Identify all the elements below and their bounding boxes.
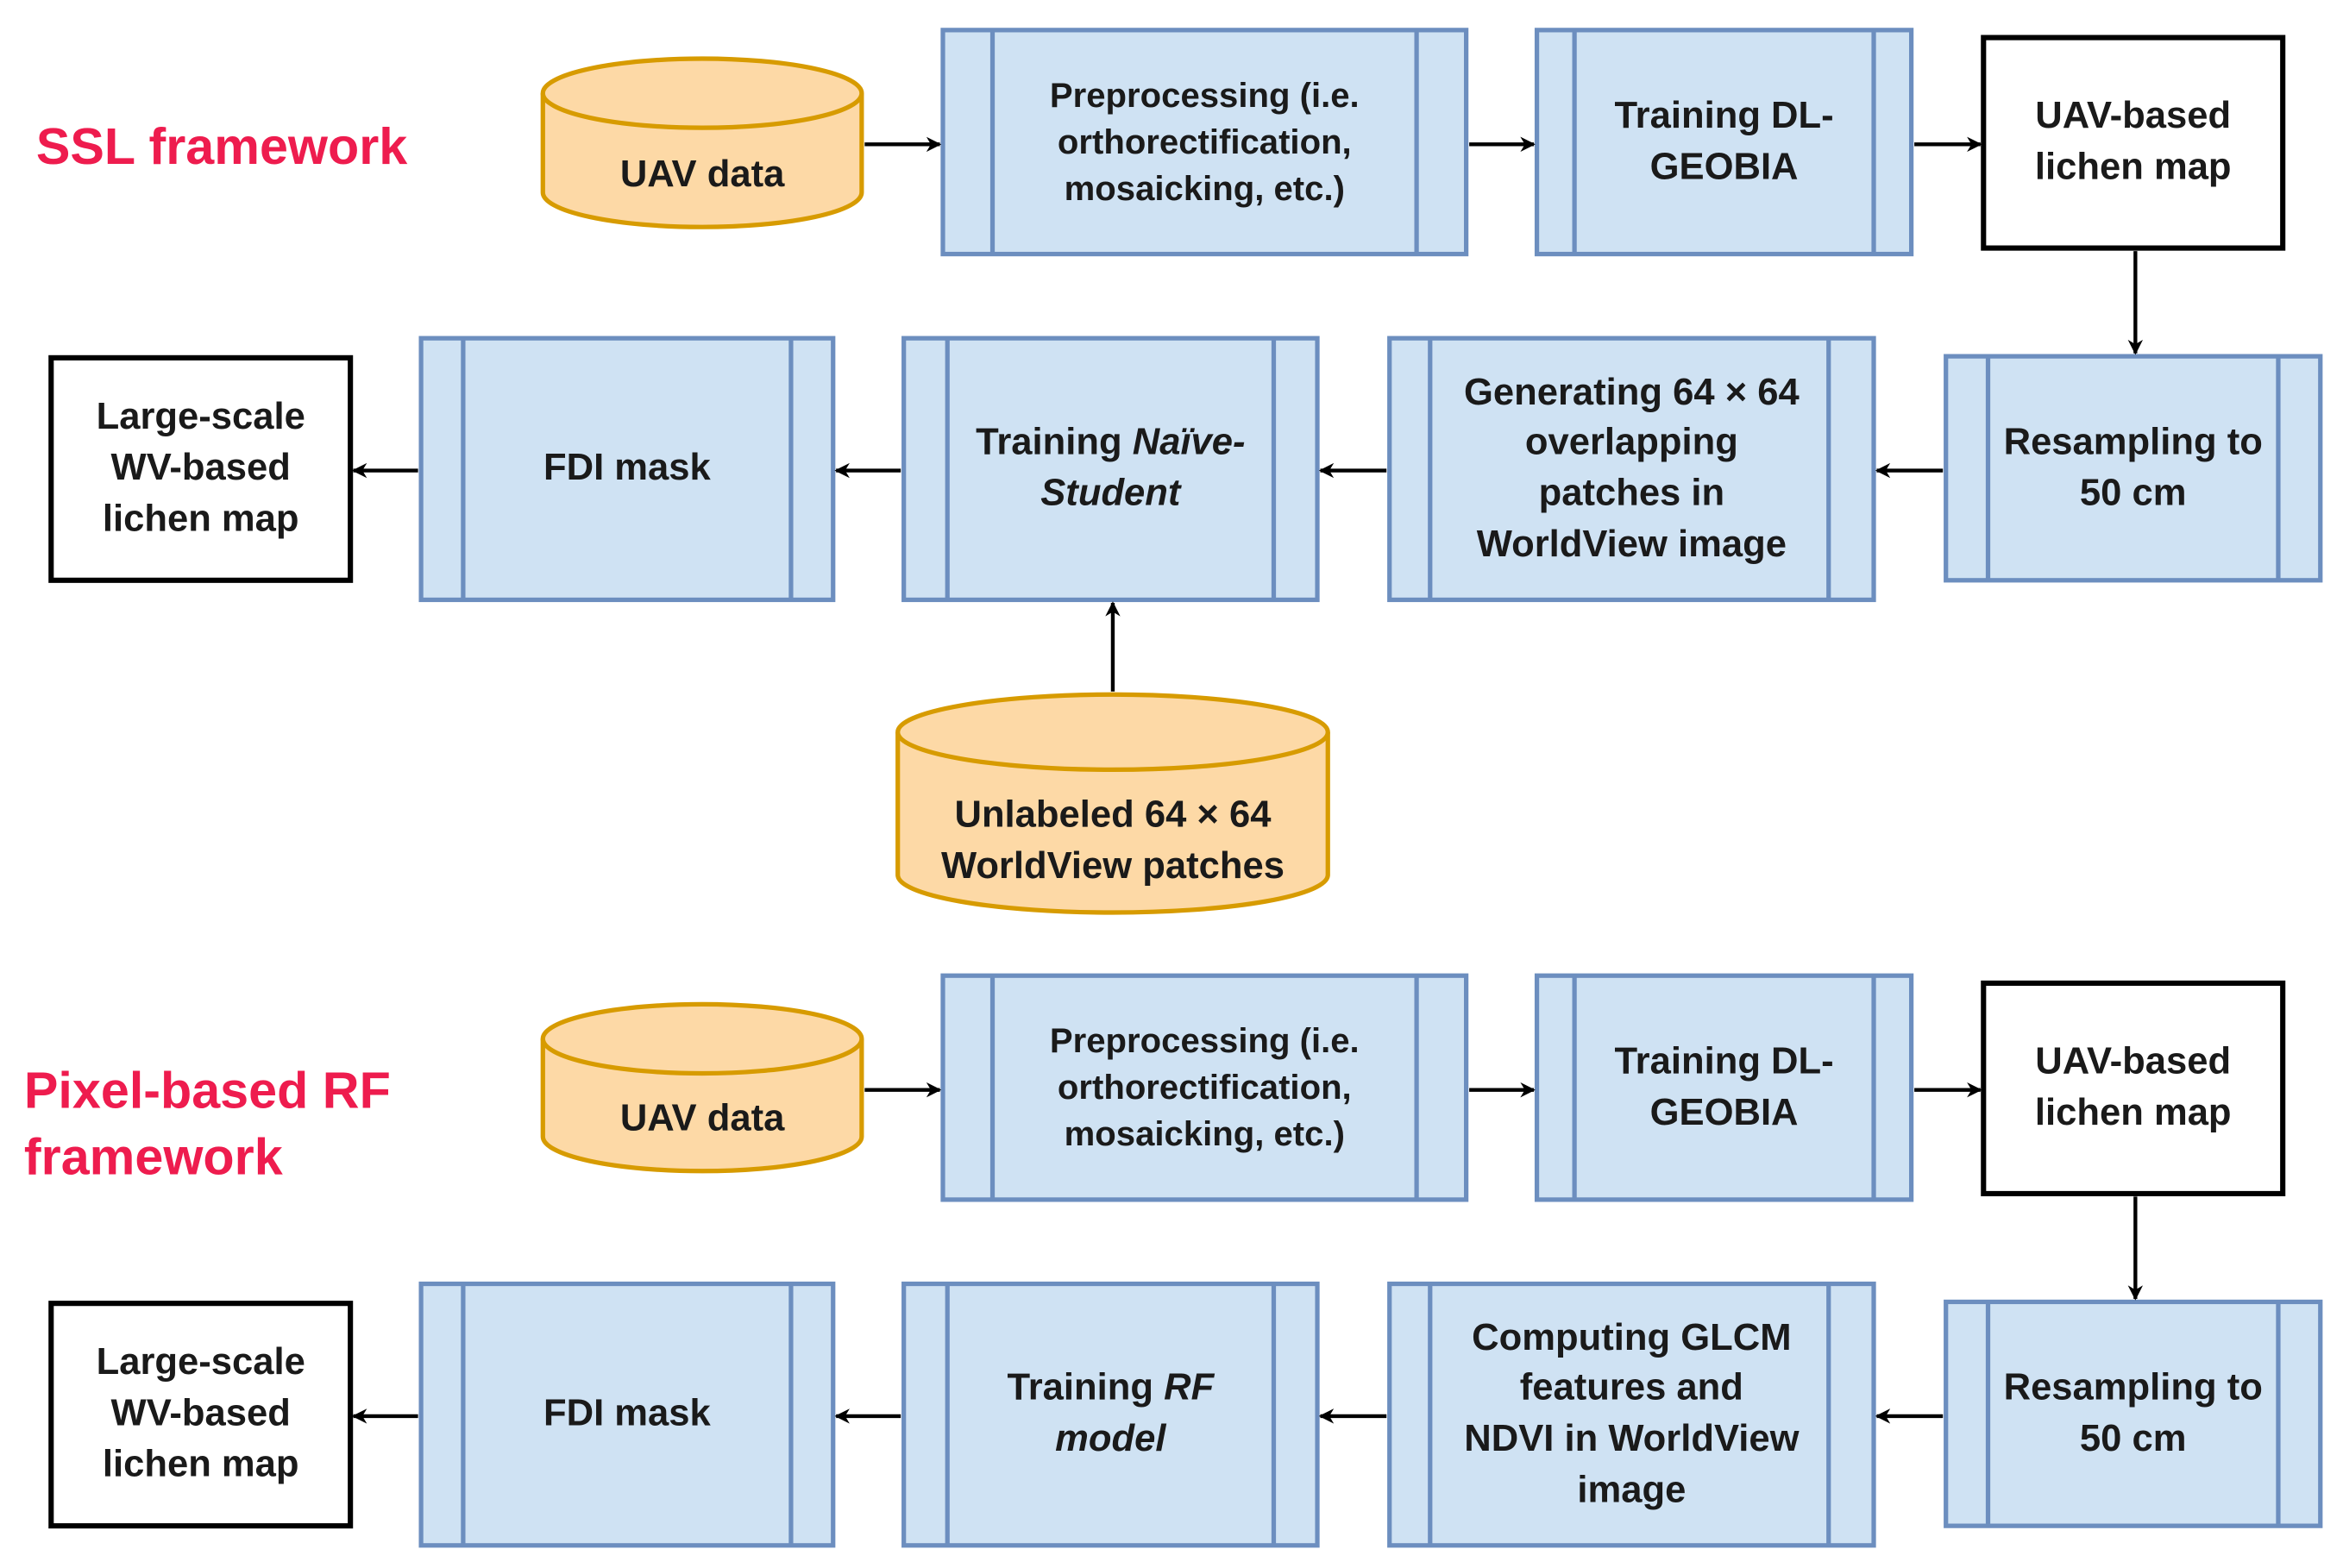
ssl-fdi-mask-label: FDI mask bbox=[421, 338, 833, 599]
rf-uav-data-text: UAV data bbox=[619, 1097, 785, 1140]
ssl-unlabeled-cylinder bbox=[895, 692, 1330, 915]
ssl-uav-data-cylinder bbox=[540, 56, 864, 229]
ssl-generating-line-1: Generating 64 × 64 bbox=[1463, 370, 1800, 413]
ssl-training-ns-prefix: Training bbox=[976, 421, 1133, 464]
rf-computing-line-2: features and bbox=[1519, 1366, 1743, 1409]
ssl-training-ns-label: Training Naïve- Student bbox=[947, 338, 1273, 599]
rf-preprocessing-line-2: orthorectification, bbox=[1057, 1067, 1352, 1107]
rf-computing-line-1: Computing GLCM bbox=[1472, 1315, 1792, 1358]
rf-preprocessing-line-1: Preprocessing (i.e. bbox=[1049, 1020, 1360, 1060]
ssl-generating-line-4: WorldView image bbox=[1476, 523, 1787, 565]
rf-training-rf-italic-1: RF bbox=[1164, 1366, 1215, 1409]
rf-preprocessing-label: Preprocessing (i.e. orthorectification, … bbox=[993, 975, 1417, 1200]
rf-resampling-line-1: Resampling to bbox=[2003, 1365, 2263, 1408]
ssl-training-dl-line-2: GEOBIA bbox=[1649, 145, 1799, 188]
rf-training-rf-label: Training RF model bbox=[947, 1284, 1273, 1546]
rf-uav-map-line-1: UAV-based bbox=[2035, 1040, 2232, 1083]
ssl-title: SSL framework bbox=[36, 114, 407, 180]
rf-computing-label: Computing GLCM features and NDVI in Worl… bbox=[1390, 1284, 1874, 1546]
ssl-generating-line-3: patches in bbox=[1538, 472, 1725, 515]
ssl-training-dl-line-1: Training DL- bbox=[1614, 94, 1834, 137]
rf-training-rf-prefix: Training bbox=[1007, 1366, 1165, 1409]
ssl-uav-map-line-2: lichen map bbox=[2034, 146, 2232, 188]
rf-uav-data-cylinder bbox=[540, 1001, 864, 1174]
rf-training-rf-line-2: model bbox=[1055, 1414, 1165, 1465]
rf-large-map-line-2: WV-based bbox=[110, 1392, 291, 1435]
ssl-large-map-line-2: WV-based bbox=[110, 446, 291, 489]
ssl-unlabeled-line-2: WorldView patches bbox=[940, 844, 1285, 887]
rf-training-dl-line-1: Training DL- bbox=[1614, 1039, 1834, 1082]
rf-computing-line-4: image bbox=[1577, 1468, 1687, 1511]
rf-large-map-label: Large-scale WV-based lichen map bbox=[51, 1303, 350, 1526]
rf-training-rf-box bbox=[901, 1281, 1320, 1548]
rf-large-map-line-1: Large-scale bbox=[96, 1341, 305, 1384]
ssl-resampling-line-1: Resampling to bbox=[2003, 420, 2263, 463]
ssl-preprocessing-line-3: mosaicking, etc.) bbox=[1064, 168, 1345, 208]
ssl-training-ns-box bbox=[901, 336, 1320, 603]
ssl-large-map-box bbox=[48, 354, 354, 583]
ssl-large-map-line-1: Large-scale bbox=[96, 396, 305, 438]
rf-computing-box bbox=[1387, 1281, 1876, 1548]
ssl-large-map-label: Large-scale WV-based lichen map bbox=[51, 358, 350, 580]
ssl-training-dl-label: Training DL- GEOBIA bbox=[1574, 30, 1874, 254]
ssl-uav-data-label: UAV data bbox=[543, 138, 862, 213]
rf-uav-map-line-2: lichen map bbox=[2034, 1091, 2232, 1134]
ssl-generating-label: Generating 64 × 64 overlapping patches i… bbox=[1390, 338, 1874, 599]
rf-preprocessing-box bbox=[940, 973, 1469, 1202]
rf-resampling-line-2: 50 cm bbox=[2079, 1416, 2187, 1459]
ssl-uav-data-text: UAV data bbox=[619, 154, 785, 196]
ssl-preprocessing-box bbox=[940, 28, 1469, 257]
rf-uav-map-label: UAV-based lichen map bbox=[1983, 983, 2283, 1194]
rf-fdi-mask-label: FDI mask bbox=[421, 1284, 833, 1546]
rf-training-rf-italic-2: model bbox=[1055, 1417, 1166, 1460]
rf-preprocessing-line-3: mosaicking, etc.) bbox=[1064, 1113, 1345, 1153]
rf-fdi-mask-text: FDI mask bbox=[543, 1392, 711, 1435]
rf-computing-line-3: NDVI in WorldView bbox=[1464, 1417, 1800, 1460]
ssl-resampling-line-2: 50 cm bbox=[2079, 471, 2187, 514]
ssl-uav-map-label: UAV-based lichen map bbox=[1983, 38, 2283, 248]
ssl-training-ns-italic-1: Naïve- bbox=[1132, 421, 1246, 464]
rf-title-line-2: framework bbox=[23, 1129, 283, 1187]
ssl-generating-box bbox=[1387, 336, 1876, 603]
ssl-preprocessing-label: Preprocessing (i.e. orthorectification, … bbox=[993, 30, 1417, 254]
ssl-unlabeled-label: Unlabeled 64 × 64 WorldView patches bbox=[898, 781, 1329, 901]
rf-large-map-line-3: lichen map bbox=[102, 1443, 299, 1485]
rf-large-map-box bbox=[48, 1301, 354, 1529]
rf-resampling-label: Resampling to 50 cm bbox=[1946, 1301, 2321, 1526]
rf-resampling-box bbox=[1944, 1299, 2323, 1528]
rf-fdi-mask-box bbox=[418, 1281, 836, 1548]
ssl-resampling-label: Resampling to 50 cm bbox=[1946, 356, 2321, 580]
ssl-unlabeled-line-1: Unlabeled 64 × 64 bbox=[954, 793, 1272, 837]
ssl-resampling-box bbox=[1944, 354, 2323, 583]
ssl-preprocessing-line-2: orthorectification, bbox=[1057, 122, 1352, 161]
ssl-uav-map-line-1: UAV-based bbox=[2035, 95, 2232, 138]
rf-uav-map-box bbox=[1981, 980, 2286, 1196]
ssl-training-dl-box bbox=[1534, 28, 1914, 257]
ssl-training-ns-line-2: Student bbox=[1040, 469, 1180, 520]
rf-training-dl-line-2: GEOBIA bbox=[1649, 1090, 1799, 1133]
ssl-uav-map-box bbox=[1981, 34, 2286, 251]
rf-title-line-1: Pixel-based RF bbox=[23, 1063, 391, 1120]
ssl-generating-line-2: overlapping bbox=[1524, 421, 1738, 464]
rf-title: Pixel-based RF framework bbox=[24, 1058, 391, 1191]
ssl-fdi-mask-text: FDI mask bbox=[543, 446, 711, 489]
rf-uav-data-label: UAV data bbox=[543, 1082, 862, 1157]
rf-training-rf-line-1: Training RF bbox=[1007, 1364, 1214, 1414]
ssl-preprocessing-line-1: Preprocessing (i.e. bbox=[1049, 75, 1360, 115]
ssl-fdi-mask-box bbox=[418, 336, 836, 603]
rf-training-dl-label: Training DL- GEOBIA bbox=[1574, 975, 1874, 1200]
rf-training-dl-box bbox=[1534, 973, 1914, 1202]
ssl-training-ns-line-1: Training Naïve- bbox=[976, 418, 1245, 469]
ssl-training-ns-italic-2: Student bbox=[1040, 472, 1181, 515]
ssl-title-text: SSL framework bbox=[35, 118, 408, 176]
ssl-large-map-line-3: lichen map bbox=[102, 497, 299, 540]
